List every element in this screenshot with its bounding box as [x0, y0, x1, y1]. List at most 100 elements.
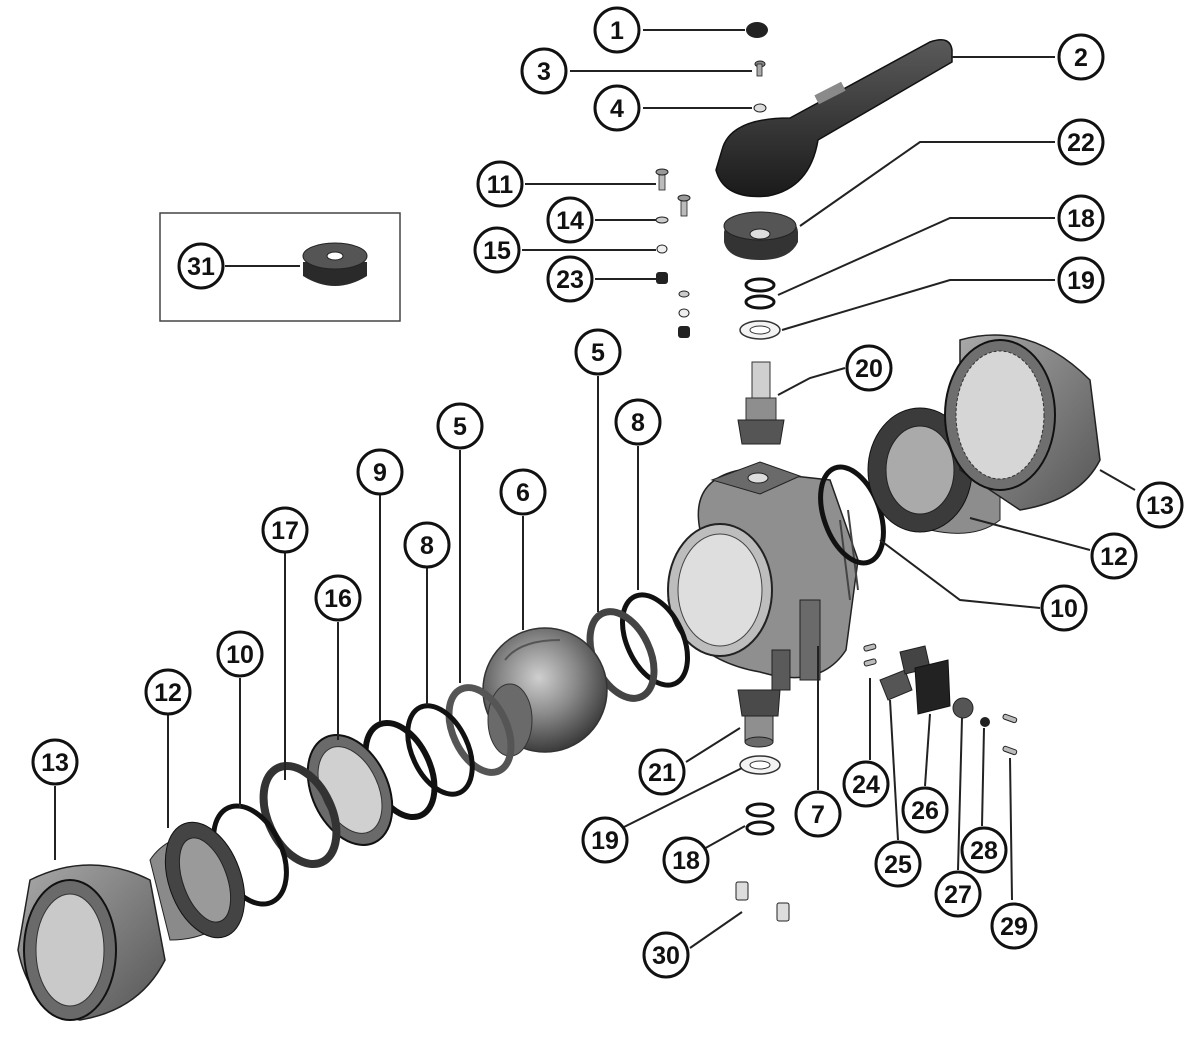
- callout-16: 16: [314, 574, 362, 622]
- callout-19-lower-label: 19: [591, 827, 619, 855]
- callout-13-left: 13: [31, 738, 79, 786]
- callout-7-label: 7: [811, 801, 825, 829]
- callout-3: 3: [520, 47, 568, 95]
- callout-14: 14: [546, 196, 594, 244]
- callout-8-left: 8: [403, 521, 451, 569]
- callout-13-right: 13: [1136, 481, 1184, 529]
- callout-20-label: 20: [855, 355, 883, 383]
- callout-12-right-label: 12: [1100, 543, 1128, 571]
- callout-18-upper-label: 18: [1067, 205, 1095, 233]
- stem-orings-upper: [739, 277, 781, 340]
- callout-24-label: 24: [852, 771, 880, 799]
- callout-25: 25: [874, 840, 922, 888]
- inserts-shape: [735, 881, 790, 922]
- callout-5-right: 5: [574, 328, 622, 376]
- callout-23-label: 23: [556, 266, 584, 294]
- callout-27: 27: [934, 870, 982, 918]
- washer-shape: [753, 103, 767, 113]
- callout-20: 20: [845, 344, 893, 392]
- callout-10-right-label: 10: [1050, 595, 1078, 623]
- seat-carrier-shape: [306, 734, 394, 846]
- ball-shape: [482, 627, 608, 757]
- callout-27-label: 27: [944, 881, 972, 909]
- union-nut-right: [944, 334, 1101, 511]
- callout-13-left-label: 13: [41, 749, 69, 777]
- lock-plate-shape: [723, 211, 798, 260]
- oring-8-right: [620, 592, 690, 688]
- callout-12-left: 12: [144, 668, 192, 716]
- callout-5-left: 5: [436, 402, 484, 450]
- callout-2-label: 2: [1074, 44, 1088, 72]
- handle-shape: [715, 39, 953, 198]
- callout-10-right: 10: [1040, 584, 1088, 632]
- callout-5-right-label: 5: [591, 339, 605, 367]
- callout-12-right: 12: [1090, 532, 1138, 580]
- callout-10-left-label: 10: [226, 641, 254, 669]
- callout-21-label: 21: [648, 759, 676, 787]
- callout-17: 17: [261, 506, 309, 554]
- callout-18-lower: 18: [662, 836, 710, 884]
- callout-15-label: 15: [483, 237, 511, 265]
- seat-5-left: [445, 684, 515, 776]
- handle-screw-shape: [754, 60, 766, 77]
- handle-cap-shape: [746, 22, 768, 38]
- callout-17-label: 17: [271, 517, 299, 545]
- callout-9-label: 9: [373, 459, 387, 487]
- callout-15: 15: [473, 226, 521, 274]
- callout-25-label: 25: [884, 851, 912, 879]
- callout-24: 24: [842, 760, 890, 808]
- callout-7: 7: [794, 790, 842, 838]
- callout-18-upper: 18: [1057, 194, 1105, 242]
- callout-8-right-label: 8: [631, 409, 645, 437]
- callout-26: 26: [901, 786, 949, 834]
- stem-shape: [737, 361, 785, 445]
- callout-16-label: 16: [324, 585, 352, 613]
- inset-frame: [159, 212, 401, 322]
- mounting-flange-shape: [302, 242, 368, 286]
- callout-8-right: 8: [614, 398, 662, 446]
- fastener-stack: [655, 168, 691, 338]
- callout-9: 9: [356, 448, 404, 496]
- callout-10-left: 10: [216, 630, 264, 678]
- end-connector-left: [149, 821, 246, 941]
- callout-8-left-label: 8: [420, 532, 434, 560]
- callout-1: 1: [593, 6, 641, 54]
- callout-19-upper: 19: [1057, 256, 1105, 304]
- callout-22-label: 22: [1067, 129, 1095, 157]
- callout-3-label: 3: [537, 58, 551, 86]
- callout-13-right-label: 13: [1146, 492, 1174, 520]
- callout-4-label: 4: [610, 95, 624, 123]
- callout-11: 11: [476, 160, 524, 208]
- small-parts-cluster: [863, 643, 1018, 756]
- lower-stem-shape: [737, 689, 781, 748]
- oring-8-left: [405, 703, 475, 797]
- callout-19-lower: 19: [581, 816, 629, 864]
- callout-28: 28: [960, 826, 1008, 874]
- callout-11-label: 11: [487, 171, 514, 199]
- callout-18-lower-label: 18: [672, 847, 700, 875]
- callout-30: 30: [642, 931, 690, 979]
- callout-28-label: 28: [970, 837, 998, 865]
- callout-4: 4: [593, 84, 641, 132]
- callout-6-label: 6: [516, 479, 530, 507]
- callout-29-label: 29: [1000, 913, 1028, 941]
- callout-12-left-label: 12: [154, 679, 182, 707]
- callout-31: 31: [177, 242, 225, 290]
- callout-19-upper-label: 19: [1067, 267, 1095, 295]
- callout-5-left-label: 5: [453, 413, 467, 441]
- callout-22: 22: [1057, 118, 1105, 166]
- callout-14-label: 14: [556, 207, 584, 235]
- callouts-layer: 1 2 3 4 22 11 14 15 23 18 19 31 20 5 8 1…: [31, 6, 1184, 979]
- callout-23: 23: [546, 255, 594, 303]
- callout-1-label: 1: [610, 17, 624, 45]
- callout-31-label: 31: [187, 253, 215, 281]
- callout-26-label: 26: [911, 797, 939, 825]
- union-nut-left: [17, 864, 166, 1021]
- valve-body-shape: [667, 461, 859, 691]
- callout-29: 29: [990, 902, 1038, 950]
- callout-21: 21: [638, 748, 686, 796]
- lower-seals: [739, 755, 781, 836]
- callout-2: 2: [1057, 33, 1105, 81]
- callout-30-label: 30: [652, 942, 680, 970]
